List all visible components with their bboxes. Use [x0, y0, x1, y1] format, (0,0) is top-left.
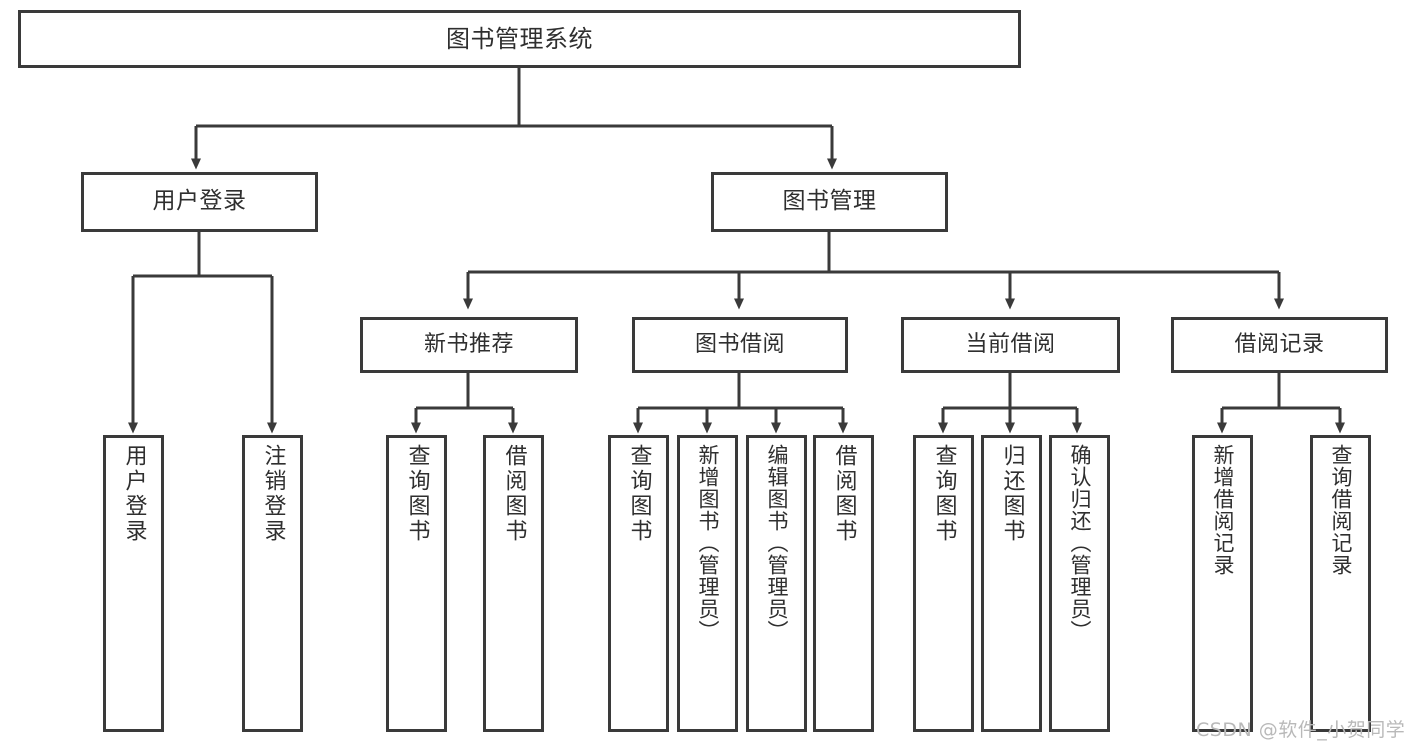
node-label: 新书推荐	[423, 331, 514, 357]
node-leaf-logout-login[interactable]: 注销登录	[242, 435, 303, 732]
node-user-login[interactable]: 用户登录	[81, 172, 318, 232]
node-leaf-add-book[interactable]: 新增图书（管理员）	[677, 435, 738, 732]
node-label: 查询图书	[404, 444, 430, 544]
node-borrow-record[interactable]: 借阅记录	[1171, 317, 1388, 373]
node-label: 用户登录	[121, 444, 147, 544]
node-leaf-user-login[interactable]: 用户登录	[103, 435, 164, 732]
node-leaf-query-book-current[interactable]: 查询图书	[913, 435, 974, 732]
node-leaf-add-borrow-record[interactable]: 新增借阅记录	[1192, 435, 1253, 732]
node-label: 编辑图书（管理员）	[765, 444, 789, 642]
node-label: 借阅图书	[831, 444, 857, 544]
node-label: 用户登录	[152, 188, 247, 215]
node-label: 查询借阅记录	[1329, 444, 1353, 576]
node-label: 图书借阅	[694, 331, 785, 357]
node-leaf-confirm-return[interactable]: 确认归还（管理员）	[1049, 435, 1110, 732]
node-label: 新增借阅记录	[1211, 444, 1235, 576]
node-label: 确认归还（管理员）	[1068, 444, 1092, 642]
node-new-book-recommend[interactable]: 新书推荐	[360, 317, 578, 373]
node-current-borrow[interactable]: 当前借阅	[901, 317, 1120, 373]
node-label: 注销登录	[260, 444, 286, 544]
node-leaf-return-book[interactable]: 归还图书	[981, 435, 1042, 732]
node-leaf-query-book-borrow[interactable]: 查询图书	[608, 435, 669, 732]
node-book-borrow[interactable]: 图书借阅	[632, 317, 848, 373]
node-book-management[interactable]: 图书管理	[711, 172, 948, 232]
node-label: 图书管理系统	[446, 24, 593, 53]
node-label: 新增图书（管理员）	[696, 444, 720, 642]
node-leaf-query-borrow-record[interactable]: 查询借阅记录	[1310, 435, 1371, 732]
node-leaf-query-book-recommend[interactable]: 查询图书	[386, 435, 447, 732]
node-label: 借阅图书	[501, 444, 527, 544]
node-leaf-borrow-book[interactable]: 借阅图书	[813, 435, 874, 732]
node-leaf-edit-book[interactable]: 编辑图书（管理员）	[746, 435, 807, 732]
node-label: 归还图书	[999, 444, 1025, 544]
node-label: 借阅记录	[1234, 331, 1325, 357]
node-leaf-borrow-book-recommend[interactable]: 借阅图书	[483, 435, 544, 732]
node-label: 图书管理	[782, 188, 877, 215]
node-label: 查询图书	[626, 444, 652, 544]
csdn-watermark: CSDN @软件_小贺同学	[1196, 719, 1405, 741]
node-label: 查询图书	[931, 444, 957, 544]
node-root-book-management-system[interactable]: 图书管理系统	[18, 10, 1021, 68]
node-label: 当前借阅	[965, 331, 1056, 357]
